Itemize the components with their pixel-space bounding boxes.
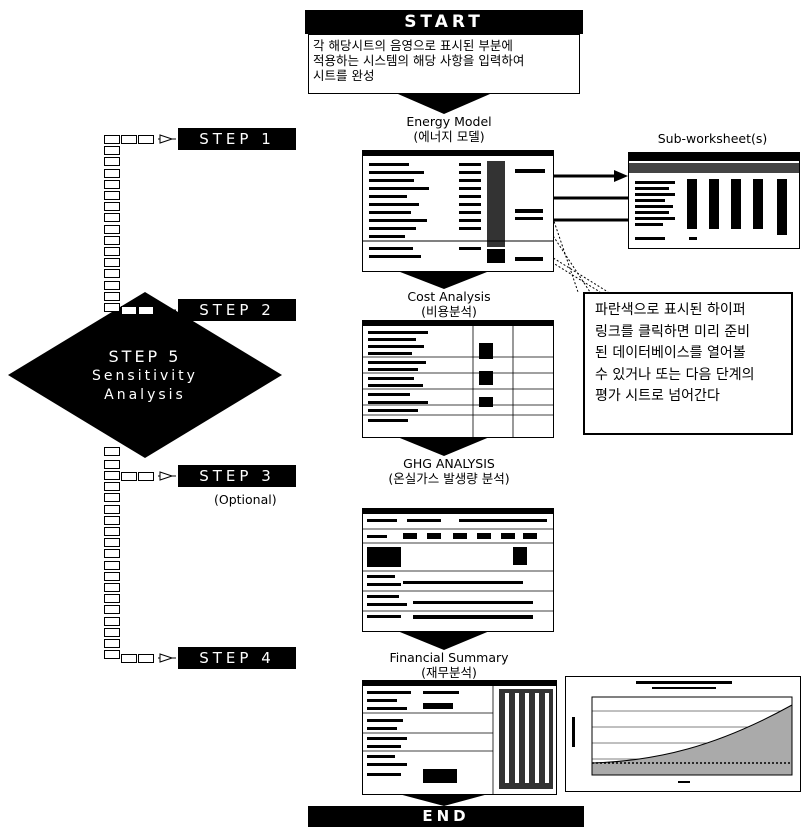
- chain-link-box: [104, 493, 120, 502]
- chain-link-box: [121, 472, 137, 481]
- chain-link-box: [104, 202, 120, 211]
- chain-link-box: [104, 561, 120, 570]
- chain-link-box: [138, 472, 154, 481]
- chain-link-box: [104, 460, 120, 469]
- chain-link-box: [104, 157, 120, 166]
- cost-analysis-sheet-thumbnail[interactable]: [362, 320, 554, 438]
- intro-line: 적용하는 시스템의 해당 사항을 입력하여: [313, 53, 575, 68]
- chain-link-box: [104, 213, 120, 222]
- chain-link-box: [104, 628, 120, 637]
- chain-link-box: [104, 605, 120, 614]
- chain-link-box: [104, 650, 120, 659]
- chain-link-box: [104, 281, 120, 290]
- arrow-down-cost: [395, 436, 492, 456]
- chain-link-box: [104, 617, 120, 626]
- chain-link-box: [104, 447, 120, 456]
- chain-link-box: [104, 527, 120, 536]
- cashflow-chart-graphic: [566, 677, 800, 791]
- chain-link-box: [121, 135, 137, 144]
- chain-link-box: [104, 549, 120, 558]
- sub-worksheet-label: Sub-worksheet(s): [635, 131, 790, 146]
- chain-link-box: [104, 639, 120, 648]
- chain-link-box: [104, 146, 120, 155]
- step5-line2: Sensitivity: [30, 367, 260, 386]
- energy-model-sheet-thumbnail[interactable]: [362, 150, 554, 272]
- intro-box: 각 해당시트의 음영으로 표시된 부분에 적용하는 시스템의 해당 사항을 입력…: [308, 34, 580, 94]
- step5-title: STEP 5: [30, 346, 260, 367]
- chain-link-box: [104, 135, 120, 144]
- step-3-button[interactable]: STEP 3: [178, 465, 296, 487]
- callout-line: 파란색으로 표시된 하이퍼: [595, 300, 781, 322]
- chain-link-box: [104, 594, 120, 603]
- step-5-button[interactable]: STEP 5 Sensitivity Analysis: [30, 346, 260, 405]
- energy-sheet-graphic: [363, 151, 553, 271]
- end-bar: END: [308, 806, 584, 827]
- financial-summary-label: Financial Summary (재무분석): [354, 650, 544, 680]
- cost-analysis-label: Cost Analysis (비용분석): [354, 289, 544, 319]
- ghg-analysis-sheet-thumbnail[interactable]: [362, 508, 554, 632]
- financial-summary-sheet-thumbnail[interactable]: [362, 680, 557, 795]
- chain-link-box: [138, 654, 154, 663]
- callout-line: 수 있거나 또는 다음 단계의: [595, 365, 781, 387]
- chain-link-box: [104, 169, 120, 178]
- chain-link-box: [104, 505, 120, 514]
- arrow-down-start: [398, 94, 490, 114]
- arrow-down-ghg: [395, 630, 492, 650]
- chain-link-box: [104, 516, 120, 525]
- chain-link-box: [104, 303, 120, 312]
- cost-sheet-graphic: [363, 321, 553, 437]
- arrow-down-energy: [395, 270, 492, 289]
- chain-link-box: [121, 654, 137, 663]
- ghg-sheet-graphic: [363, 509, 553, 631]
- step5-line3: Analysis: [30, 386, 260, 405]
- chain-link-box: [104, 191, 120, 200]
- chain-link-box: [104, 258, 120, 267]
- step-1-button[interactable]: STEP 1: [178, 128, 296, 150]
- callout-line: 링크를 클릭하면 미리 준비: [595, 322, 781, 344]
- chain-link-box: [138, 306, 154, 315]
- step-4-button[interactable]: STEP 4: [178, 647, 296, 669]
- energy-subtitle: (에너지 모델): [354, 129, 544, 144]
- step-3-optional-note: (Optional): [214, 492, 277, 507]
- ghg-analysis-label: GHG ANALYSIS (온실가스 발생량 분석): [354, 456, 544, 486]
- chain-link-box: [104, 482, 120, 491]
- intro-line: 각 해당시트의 음영으로 표시된 부분에: [313, 38, 575, 53]
- sub-sheet-graphic: [629, 153, 799, 248]
- chain-link-box: [104, 225, 120, 234]
- ghg-subtitle: (온실가스 발생량 분석): [354, 471, 544, 486]
- callout-line: 된 데이터베이스를 열어볼: [595, 343, 781, 365]
- financial-sheet-graphic: [363, 681, 556, 794]
- chain-link-box: [104, 247, 120, 256]
- chain-link-box: [121, 306, 137, 315]
- sub-title: Sub-worksheet(s): [635, 131, 790, 146]
- chain-link-box: [104, 292, 120, 301]
- chain-link-box: [104, 180, 120, 189]
- intro-line: 시트를 완성: [313, 68, 575, 83]
- financial-title: Financial Summary: [354, 650, 544, 665]
- start-bar: START: [305, 10, 583, 34]
- financial-subtitle: (재무분석): [354, 665, 544, 680]
- chain-link-box: [104, 572, 120, 581]
- sub-worksheet-thumbnail[interactable]: [628, 152, 800, 249]
- ghg-title: GHG ANALYSIS: [354, 456, 544, 471]
- cost-subtitle: (비용분석): [354, 304, 544, 319]
- chain-link-box: [104, 471, 120, 480]
- energy-model-label: Energy Model (에너지 모델): [354, 114, 544, 144]
- cumulative-cashflow-chart-thumbnail[interactable]: [565, 676, 801, 792]
- energy-title: Energy Model: [354, 114, 544, 129]
- hyperlink-note-callout: 파란색으로 표시된 하이퍼 링크를 클릭하면 미리 준비 된 데이터베이스를 열…: [583, 292, 793, 435]
- chain-link-box: [104, 236, 120, 245]
- chain-link-box: [104, 583, 120, 592]
- callout-line: 평가 시트로 넘어간다: [595, 386, 781, 408]
- chain-link-box: [104, 269, 120, 278]
- step-2-button[interactable]: STEP 2: [178, 299, 296, 321]
- chain-link-box: [138, 135, 154, 144]
- cost-title: Cost Analysis: [354, 289, 544, 304]
- chain-link-box: [104, 538, 120, 547]
